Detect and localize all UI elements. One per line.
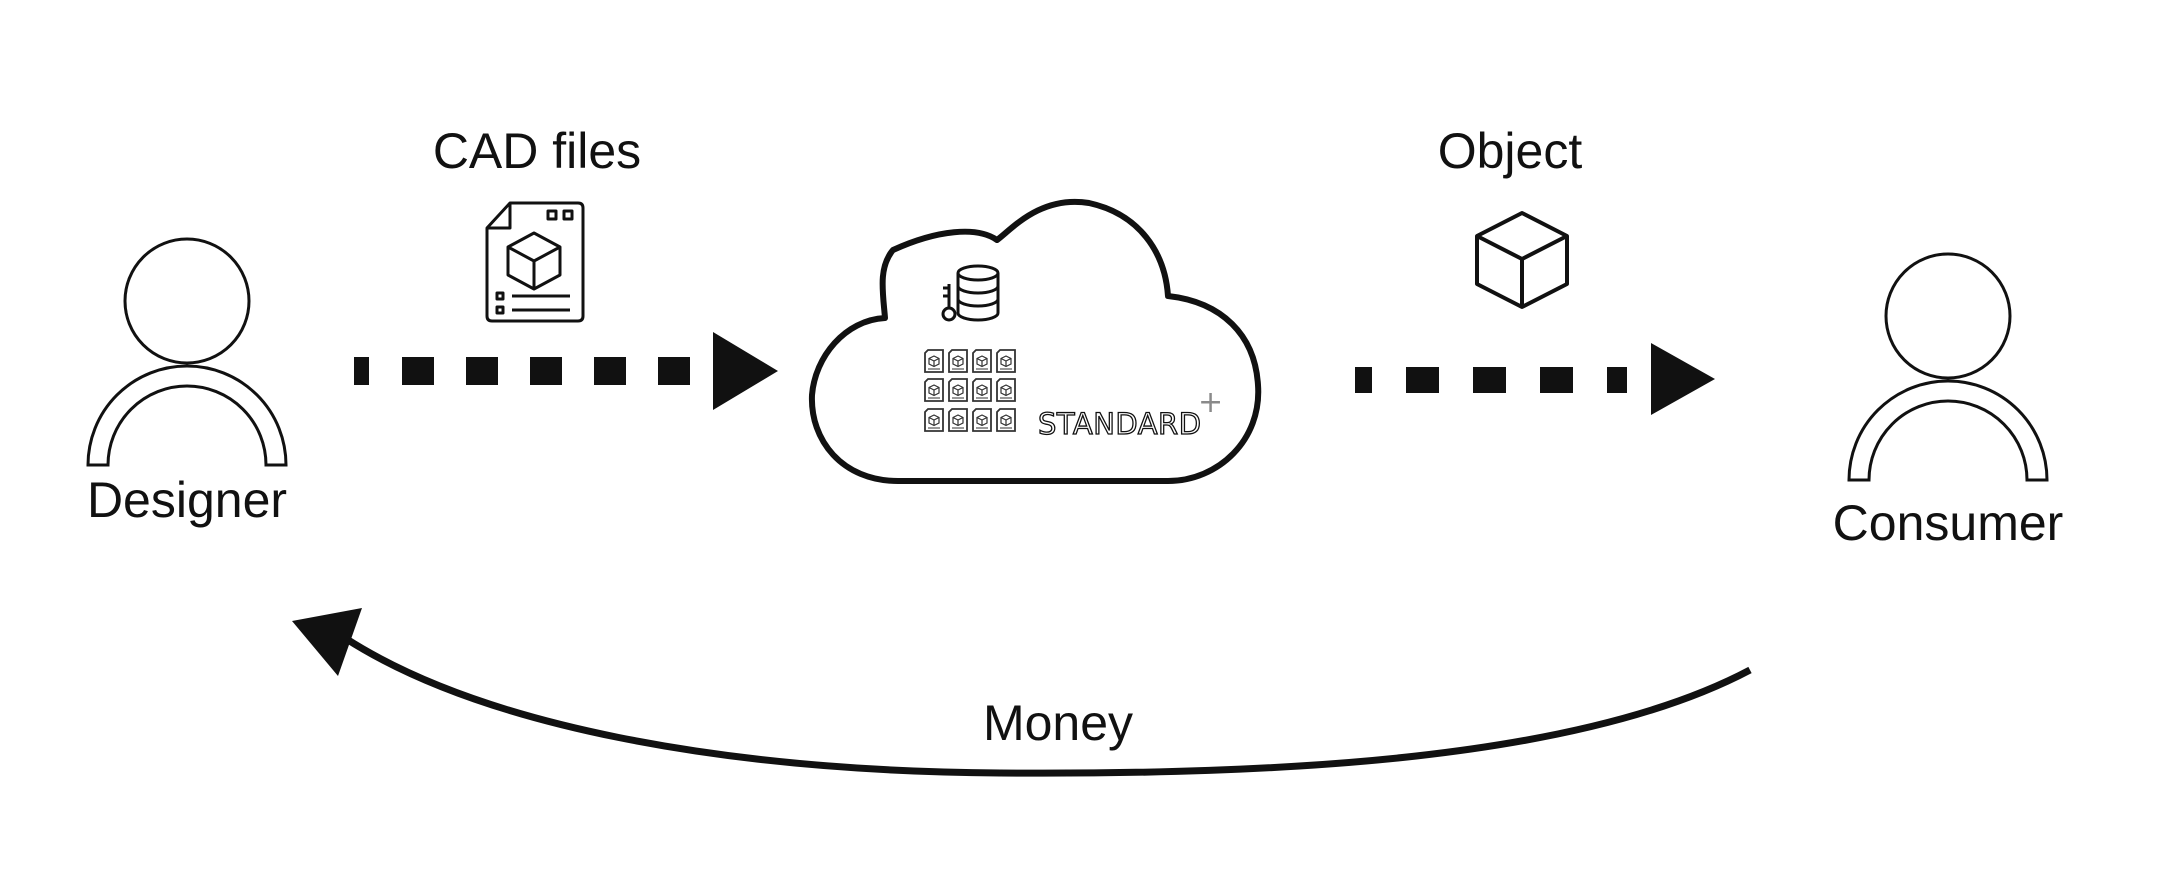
designer-person-icon (86, 237, 288, 467)
money-label: Money (983, 695, 1133, 751)
consumer-person-icon (1847, 252, 2049, 482)
money-flow-arrow (292, 608, 1752, 777)
standard-logo-plus: + (1198, 385, 1223, 420)
cad-file-icon (485, 201, 585, 323)
cad-files-label: CAD files (433, 123, 641, 179)
database-key-icon (941, 264, 1000, 322)
cloud-icon (808, 198, 1262, 484)
object-label: Object (1438, 123, 1583, 179)
consumer-label: Consumer (1833, 495, 2064, 551)
object-flow-arrow (1355, 343, 1715, 415)
cad-files-flow-arrow (354, 332, 778, 410)
standard-logo-text: STANDARD (1038, 407, 1202, 441)
designer-label: Designer (87, 472, 287, 528)
cube-icon (1475, 211, 1569, 309)
